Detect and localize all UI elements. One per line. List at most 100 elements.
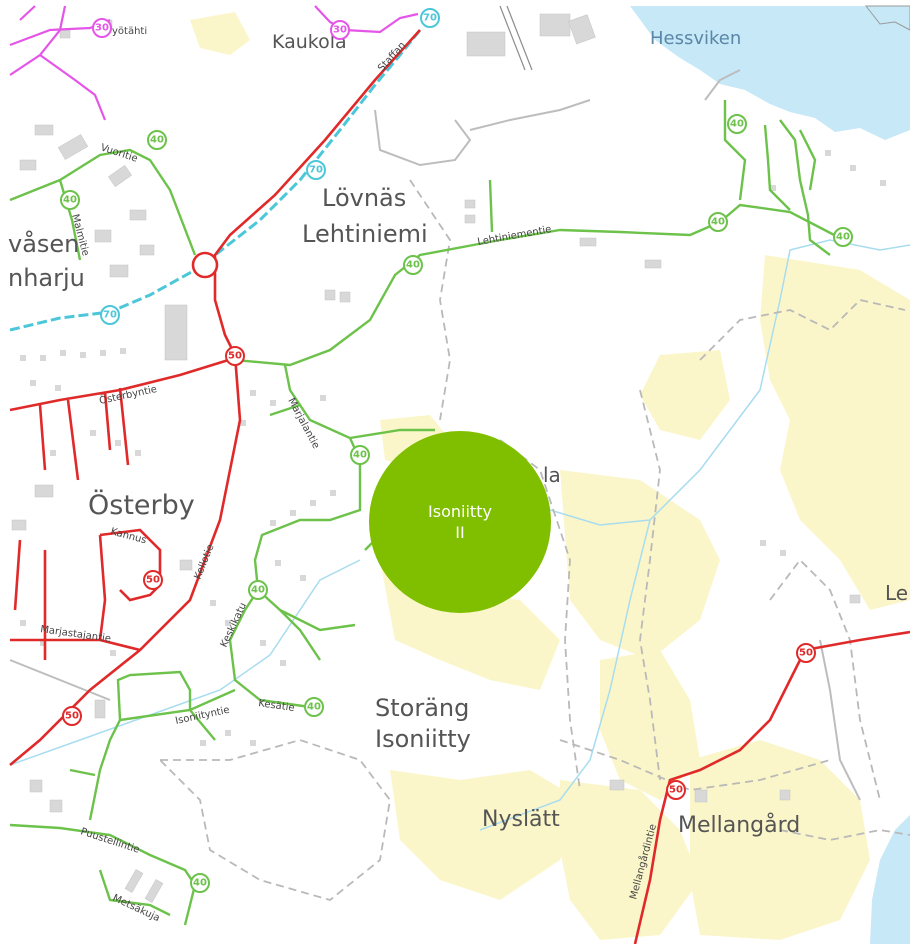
place-osterby: Österby [88, 489, 195, 521]
road-green-kesakatu-branch [257, 589, 321, 661]
location-marker-isoniitty-ii[interactable]: Isoniitty II [369, 431, 551, 613]
building [139, 244, 155, 256]
field-8 [560, 780, 700, 940]
building [20, 355, 26, 361]
place-nyslatt: Nyslätt [482, 807, 560, 832]
sign-value: 40 [307, 702, 321, 713]
building [34, 124, 54, 136]
building [779, 789, 791, 801]
water-hessviken [630, 6, 910, 140]
sign-value: 40 [353, 450, 367, 461]
building [135, 450, 141, 456]
sign-value: 40 [63, 195, 77, 206]
building [849, 594, 861, 604]
building [179, 559, 193, 571]
sign-value: 70 [103, 310, 117, 321]
place-lehtiniemi: Lehtiniemi [302, 220, 428, 248]
road-red-main [9, 29, 421, 766]
minor-road-4 [819, 639, 861, 801]
road-magenta-2 [9, 5, 67, 76]
road-green-ne-2 [763, 124, 791, 211]
building [464, 214, 476, 224]
road-magenta-4 [19, 5, 36, 21]
road-green-kesakatu-branch-2 [279, 608, 356, 632]
place-le: Le [885, 581, 908, 605]
road-red-branch-2 [66, 399, 80, 481]
place-vasen: våsen [8, 229, 79, 258]
building [11, 519, 27, 531]
road-magenta-3 [39, 54, 107, 121]
building [760, 540, 766, 546]
building [120, 348, 126, 354]
building [29, 779, 43, 793]
road-green-side [269, 403, 301, 417]
building [850, 165, 856, 171]
speed-sign-40: 40 [190, 873, 210, 893]
road-magenta-5 [314, 5, 419, 34]
building [55, 385, 61, 391]
building [320, 395, 326, 401]
building [464, 199, 476, 209]
road-green-east-branch [349, 428, 435, 440]
building [59, 29, 71, 39]
building [144, 879, 164, 903]
magenta-road-layer [9, 5, 419, 121]
place-nharju: nharju [8, 264, 85, 292]
sign-value: 50 [228, 351, 242, 362]
sign-value: 40 [150, 135, 164, 146]
building [100, 350, 106, 356]
field-7 [390, 770, 580, 900]
road-red-branch-3 [103, 391, 112, 451]
road-red-branch-4 [118, 387, 130, 466]
sign-value: 40 [836, 232, 850, 243]
building [290, 510, 296, 516]
sign-value: 40 [251, 585, 265, 596]
road-green-ne-1 [723, 100, 747, 201]
marker-label-line2: II [455, 523, 465, 542]
building [825, 150, 831, 156]
building [124, 869, 144, 893]
path-layer [159, 179, 910, 901]
building [129, 209, 147, 221]
building [210, 600, 216, 606]
building [330, 490, 336, 496]
building [200, 740, 206, 746]
speed-sign-40: 40 [727, 114, 747, 134]
railway [499, 5, 533, 71]
marker-label: Isoniitty II [428, 501, 492, 543]
building [40, 355, 46, 361]
building [50, 450, 56, 456]
field-2 [640, 350, 730, 440]
building [108, 165, 132, 187]
building [225, 620, 231, 626]
building [110, 650, 116, 656]
road-green-isoniityntie-loop [116, 670, 216, 741]
speed-sign-70: 70 [100, 305, 120, 325]
building [164, 304, 188, 361]
path-4 [699, 299, 906, 361]
road-green-metsakuja [98, 869, 171, 917]
field-1 [190, 12, 250, 55]
place-storang: Storäng [375, 694, 469, 722]
sign-value: 50 [799, 648, 813, 659]
sign-value: 40 [193, 878, 207, 889]
building [240, 420, 246, 426]
stream-3 [479, 519, 651, 831]
building [57, 134, 89, 160]
building [260, 640, 266, 646]
path-3 [639, 389, 661, 781]
roundabout [191, 251, 219, 279]
building [880, 180, 886, 186]
building [90, 430, 96, 436]
speed-sign-40: 40 [60, 190, 80, 210]
building [60, 350, 66, 356]
building [250, 390, 256, 396]
speed-sign-50: 50 [796, 643, 816, 663]
road-red-branch-5 [13, 539, 22, 611]
building [225, 730, 231, 736]
small-building-dots [20, 150, 886, 746]
sign-value: 30 [95, 23, 109, 34]
building [579, 237, 597, 247]
sign-value: 40 [730, 119, 744, 130]
